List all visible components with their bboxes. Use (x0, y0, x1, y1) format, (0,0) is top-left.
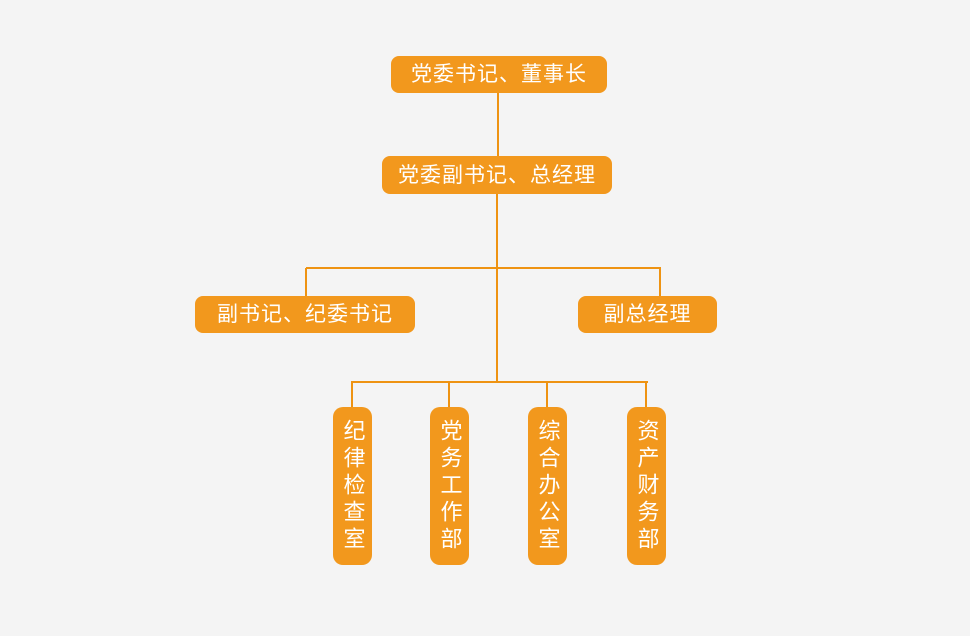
org-node-discipline-inspection-office: 纪律检查室 (333, 407, 372, 565)
org-node-label: 党委副书记、总经理 (398, 163, 596, 187)
org-node-party-secretary-chairman: 党委书记、董事长 (391, 56, 607, 93)
org-node-deputy-general-manager: 副总经理 (578, 296, 717, 333)
org-node-asset-finance-dept: 资产财务部 (627, 407, 666, 565)
connector-drop-deputy-gm (659, 268, 661, 297)
org-node-label: 资产财务部 (634, 418, 660, 554)
org-node-label: 党务工作部 (437, 418, 463, 554)
org-node-label: 副总经理 (603, 303, 692, 326)
org-node-label: 纪律检查室 (340, 418, 366, 554)
connector-department-branch (351, 381, 648, 383)
connector-drop-deputy-secretary (305, 268, 307, 297)
connector-drop-party-affairs (448, 382, 450, 408)
org-node-label: 综合办公室 (535, 418, 561, 554)
org-node-party-affairs-work-dept: 党务工作部 (430, 407, 469, 565)
org-node-deputy-secretary-discipline-secretary: 副书记、纪委书记 (195, 296, 415, 333)
connector-root-to-gm (497, 93, 499, 157)
connector-drop-discipline-inspection (351, 382, 353, 408)
connector-drop-general-office (546, 382, 548, 408)
org-node-deputy-secretary-general-manager: 党委副书记、总经理 (382, 156, 612, 194)
connector-level3-branch (306, 267, 661, 269)
connector-drop-asset-finance (645, 382, 647, 408)
org-node-general-office: 综合办公室 (528, 407, 567, 565)
connector-gm-trunk (496, 194, 498, 383)
org-node-label: 党委书记、董事长 (411, 63, 587, 86)
org-node-label: 副书记、纪委书记 (217, 303, 393, 326)
